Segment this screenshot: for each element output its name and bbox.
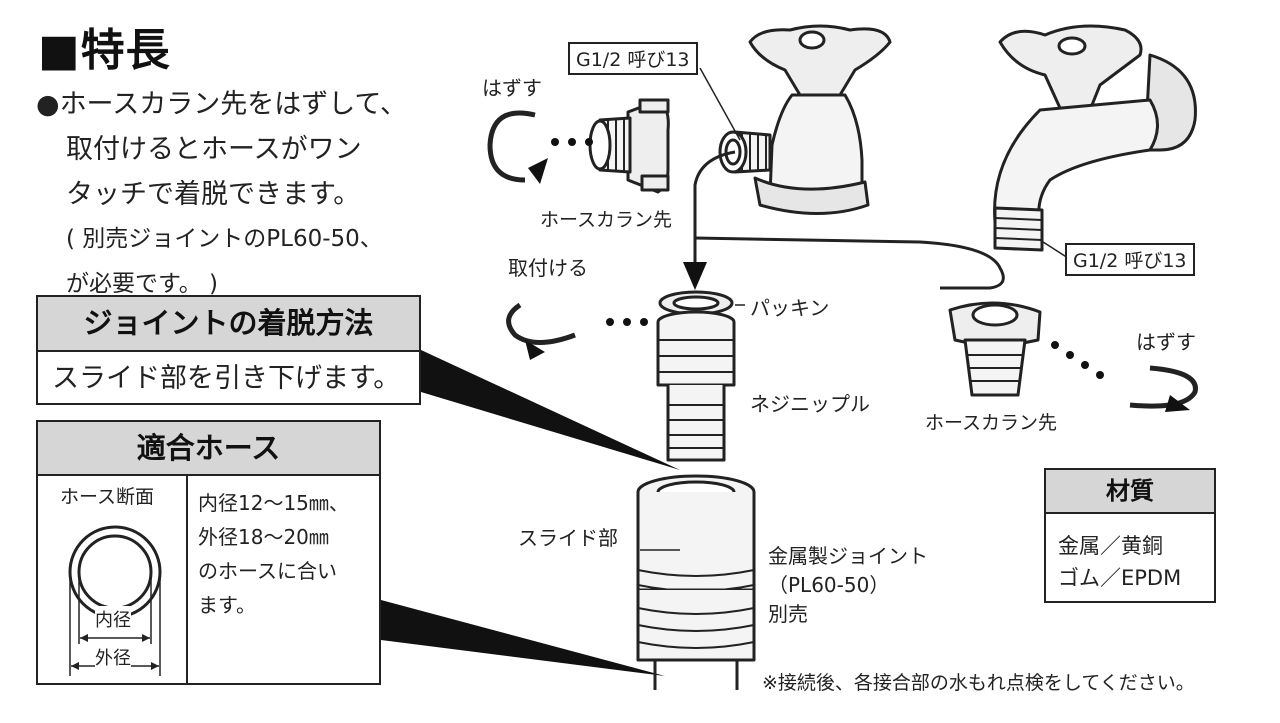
joint-method-heading: ジョイントの着脱方法	[38, 297, 419, 352]
rotate-arrow-head-icon	[525, 340, 545, 360]
remove-label-left: はずす	[482, 72, 542, 101]
bullet-icon: ●	[36, 89, 60, 120]
rotate-arrow-head-icon	[1165, 395, 1190, 412]
attach-label: 取付ける	[508, 252, 588, 281]
thread-label-left: G1/2 呼び13	[568, 42, 698, 75]
packing-label: パッキン	[750, 292, 829, 321]
guide-line	[695, 152, 735, 265]
hose-spec-line: のホースに合い	[198, 554, 349, 588]
feature-note-1: ( 別売ジョイントのPL60-50、	[36, 217, 407, 262]
rotate-arrow-icon	[490, 113, 535, 180]
nipple-label: ネジニップル	[750, 388, 870, 417]
hose-spec-line: 外径18～20㎜	[198, 520, 349, 554]
joint-box-pointer	[421, 350, 680, 470]
metal-joint-label: 金属製ジョイント （PL60-50） 別売	[768, 542, 928, 629]
guide-line	[695, 238, 1003, 288]
rotate-arrow-icon	[1130, 368, 1195, 406]
feature-description: ●ホースカラン先をはずして、 取付けるとホースがワン タッチで着脱できます。 (…	[36, 82, 407, 307]
hose-spec-line: ます。	[198, 588, 349, 622]
metal-joint-line: （PL60-50）	[768, 571, 928, 600]
rotate-arrow-head-icon	[528, 158, 548, 184]
rotate-arrow-icon	[509, 305, 575, 343]
material-line: 金属／黄銅	[1058, 530, 1214, 562]
right-faucet-illustration	[995, 26, 1196, 250]
packing-illustration	[660, 292, 732, 314]
nipple-illustration	[658, 312, 734, 460]
joint-method-box: ジョイントの着脱方法 スライド部を引き下げます。	[36, 295, 421, 405]
left-hose-tip-illustration	[590, 100, 668, 192]
compatible-hose-heading: 適合ホース	[38, 422, 379, 476]
down-arrow-icon	[683, 262, 707, 290]
metal-joint-line: 金属製ジョイント	[768, 542, 928, 571]
footnote: ※接続後、各接合部の水もれ点検をしてください。	[762, 668, 1195, 695]
hose-cross-section-cell: ホース断面 内径 外径	[38, 474, 188, 683]
metal-joint-line: 別売	[768, 600, 928, 629]
thread-label-right: G1/2 呼び13	[1065, 243, 1195, 276]
hose-spec-cell: 内径12～15㎜、 外径18～20㎜ のホースに合い ます。	[198, 486, 349, 622]
inner-diameter-label: 内径	[95, 606, 131, 632]
right-hose-tip-illustration	[950, 303, 1040, 395]
feature-line-3: タッチで着脱できます。	[36, 172, 407, 217]
remove-label-right: はずす	[1136, 326, 1196, 355]
feature-line-2: 取付けるとホースがワン	[36, 127, 407, 172]
material-line: ゴム／EPDM	[1058, 562, 1214, 594]
slide-label: スライド部	[518, 522, 618, 551]
dotted-connector	[551, 138, 1104, 379]
page-title: ■特長	[38, 14, 171, 78]
left-faucet-illustration	[720, 26, 890, 214]
hose-box-pointer	[381, 600, 665, 676]
joint-method-text: スライド部を引き下げます。	[38, 352, 419, 405]
feature-line-1: ●ホースカラン先をはずして、	[36, 82, 407, 127]
material-heading: 材質	[1046, 470, 1214, 514]
material-box: 材質 金属／黄銅 ゴム／EPDM	[1044, 468, 1216, 603]
hose-tip-label-right: ホースカラン先	[925, 408, 1057, 435]
outer-diameter-label: 外径	[95, 644, 131, 670]
compatible-hose-box: 適合ホース ホース断面 内径 外径 内径12～15㎜、 外径18～20㎜ のホー…	[36, 420, 381, 685]
hose-spec-line: 内径12～15㎜、	[198, 486, 349, 520]
metal-joint-illustration	[638, 476, 754, 690]
material-lines: 金属／黄銅 ゴム／EPDM	[1046, 514, 1214, 594]
hose-tip-label-left: ホースカラン先	[540, 205, 672, 232]
